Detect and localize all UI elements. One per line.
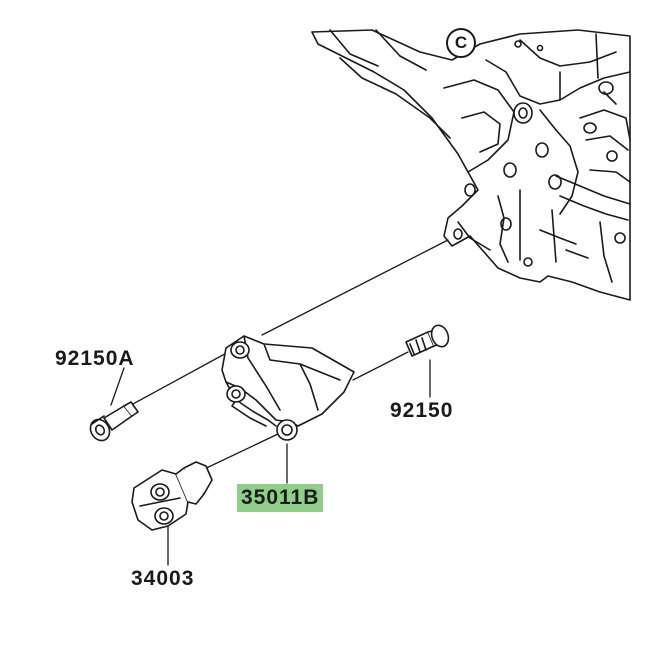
joint-34003: [131, 461, 213, 531]
bracket-35011b: [221, 335, 355, 441]
alignment-lines: [110, 239, 449, 566]
part-number-92150[interactable]: 92150: [390, 399, 454, 422]
bolt-92150a: [89, 401, 139, 442]
callout-letter-c: C: [446, 28, 476, 58]
part-number-92150a[interactable]: 92150A: [55, 347, 135, 370]
part-number-35011b-highlighted[interactable]: 35011B: [237, 484, 324, 512]
part-number-34003[interactable]: 34003: [131, 567, 195, 590]
frame-casting: [311, 29, 631, 301]
bolt-92150: [405, 324, 450, 357]
